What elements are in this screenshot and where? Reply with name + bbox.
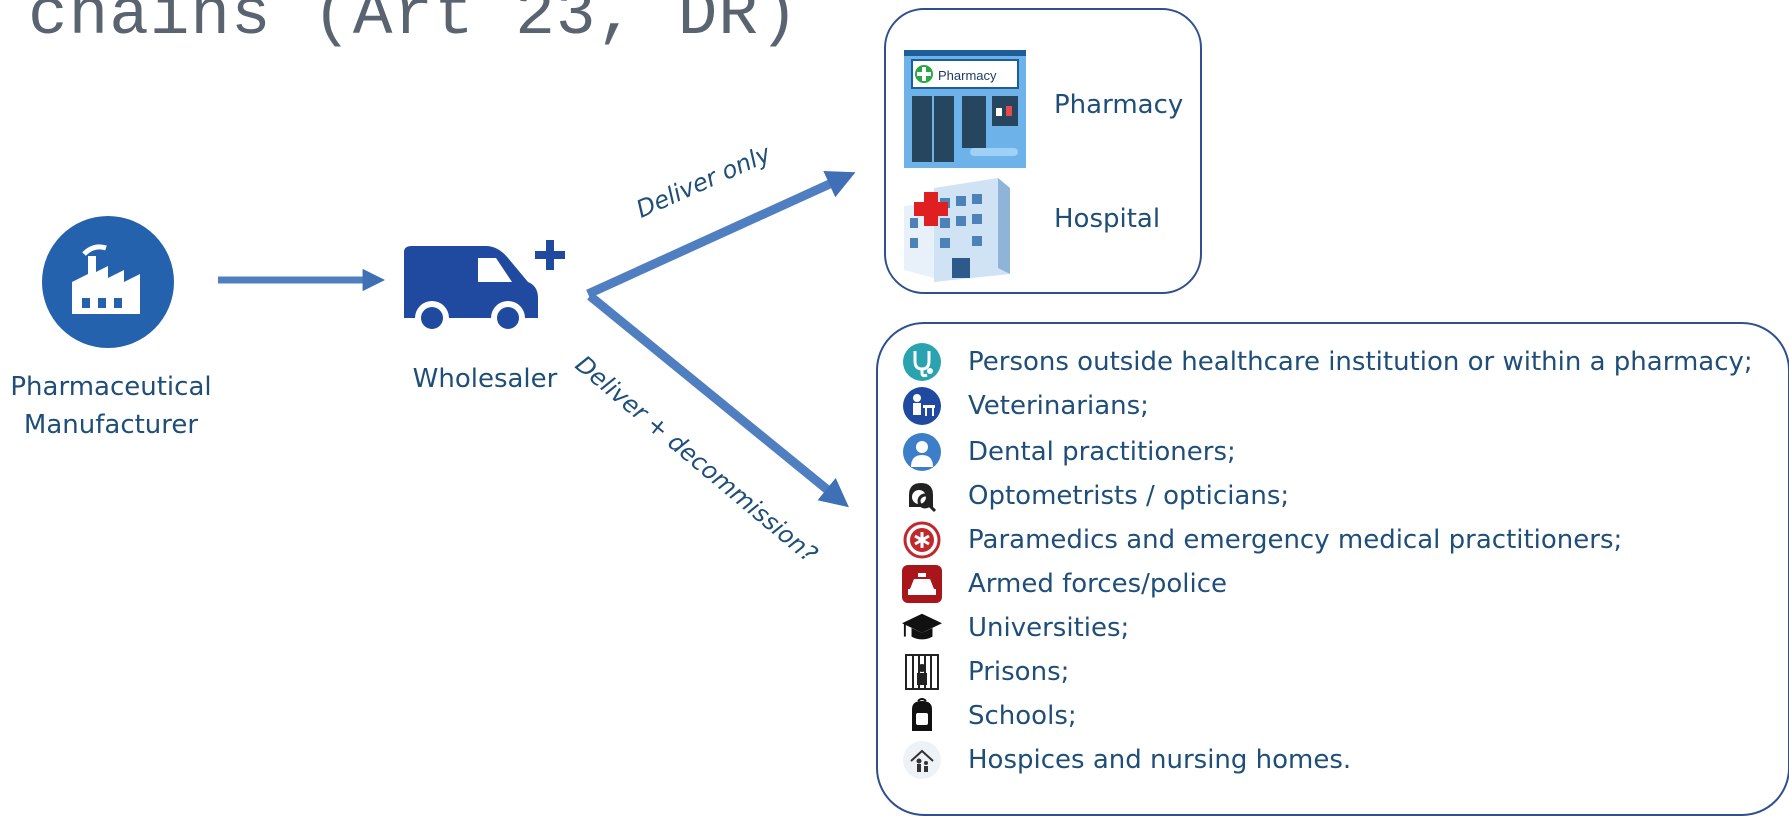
stethoscope-icon <box>902 342 942 382</box>
flow-arrows <box>218 171 856 508</box>
list-item: Prisons; <box>902 652 1069 692</box>
list-item-label: Armed forces/police <box>968 569 1228 599</box>
veterinarian-icon <box>902 386 942 426</box>
arrow-deliver-decommission <box>587 292 849 508</box>
list-item-label: Veterinarians; <box>968 391 1149 421</box>
list-item: Armed forces/police <box>902 564 1227 604</box>
list-item: Schools; <box>902 696 1077 736</box>
list-item: Persons outside healthcare institution o… <box>902 342 1753 382</box>
factory-icon <box>42 216 174 348</box>
nursing-home-icon <box>902 740 942 780</box>
dentist-icon <box>902 432 942 472</box>
list-item-label: Universities; <box>968 613 1130 643</box>
pharmacy-sign-text: Pharmacy <box>938 68 997 83</box>
manufacturer-label: Pharmaceutical Manufacturer <box>0 368 222 444</box>
arrow-deliver-only <box>586 171 856 299</box>
slide-title: chains (Art 23, DR) <box>28 0 800 53</box>
list-item: Paramedics and emergency medical practit… <box>902 520 1622 560</box>
facilities-box <box>884 8 1202 294</box>
list-item-label: Optometrists / opticians; <box>968 481 1290 511</box>
manufacturer-label-line2: Manufacturer <box>23 410 199 440</box>
prison-icon <box>902 652 942 692</box>
list-item: Universities; <box>902 608 1129 648</box>
police-car-icon <box>902 564 942 604</box>
list-item-label: Hospices and nursing homes. <box>968 745 1352 775</box>
list-item: Veterinarians; <box>902 386 1149 426</box>
manufacturer-label-line1: Pharmaceutical <box>10 372 212 402</box>
facility-label-pharmacy: Pharmacy <box>1054 90 1184 120</box>
wholesaler-label: Wholesaler <box>412 364 558 394</box>
list-item-label: Dental practitioners; <box>968 437 1236 467</box>
paramedic-icon <box>902 520 942 560</box>
list-item: Optometrists / opticians; <box>902 476 1289 516</box>
graduation-cap-icon <box>902 608 942 648</box>
list-item-label: Paramedics and emergency medical practit… <box>968 525 1623 555</box>
facility-label-hospital: Hospital <box>1054 204 1161 234</box>
list-item: Dental practitioners; <box>902 432 1236 472</box>
list-item: Hospices and nursing homes. <box>902 740 1351 780</box>
list-item-label: Persons outside healthcare institution o… <box>968 347 1753 377</box>
list-item-label: Schools; <box>968 701 1077 731</box>
optometrist-icon <box>902 476 942 516</box>
delivery-van-icon <box>400 236 570 336</box>
hospital-icon <box>904 178 1014 284</box>
pharmacy-icon: Pharmacy <box>904 50 1026 168</box>
backpack-icon <box>902 696 942 736</box>
list-item-label: Prisons; <box>968 657 1070 687</box>
